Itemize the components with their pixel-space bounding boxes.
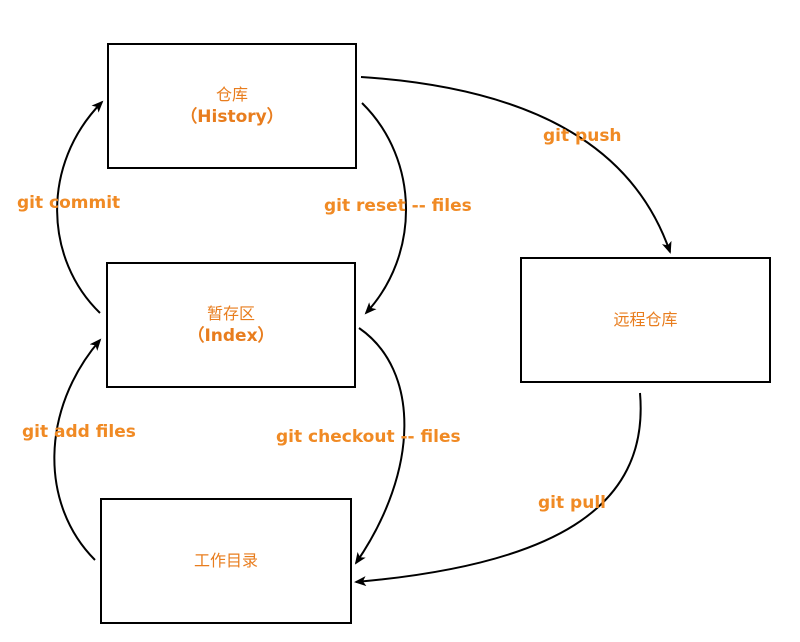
git-commit-label: git commit — [17, 193, 121, 213]
git-add-label: git add files — [22, 422, 136, 442]
remote-repo-title: 远程仓库 — [613, 310, 678, 329]
staging-area-subtitle: （Index） — [187, 326, 275, 346]
staging-area-title: 暂存区 — [206, 304, 255, 323]
working-directory-box: 工作目录 — [100, 498, 352, 624]
staging-area-box: 暂存区 （Index） — [106, 262, 356, 388]
working-directory-title: 工作目录 — [193, 551, 258, 570]
add-arrow — [53, 338, 102, 561]
history-repo-title: 仓库 — [215, 85, 248, 104]
history-repo-box: 仓库 （History） — [107, 43, 357, 169]
git-push-label: git push — [543, 126, 622, 146]
push-arrow — [360, 76, 672, 254]
git-pull-label: git pull — [538, 493, 606, 513]
git-reset-label: git reset -- files — [324, 196, 472, 216]
git-checkout-label: git checkout -- files — [276, 427, 461, 447]
remote-repo-box: 远程仓库 — [520, 257, 771, 383]
pull-arrow — [354, 392, 642, 587]
history-repo-subtitle: （History） — [180, 107, 284, 127]
